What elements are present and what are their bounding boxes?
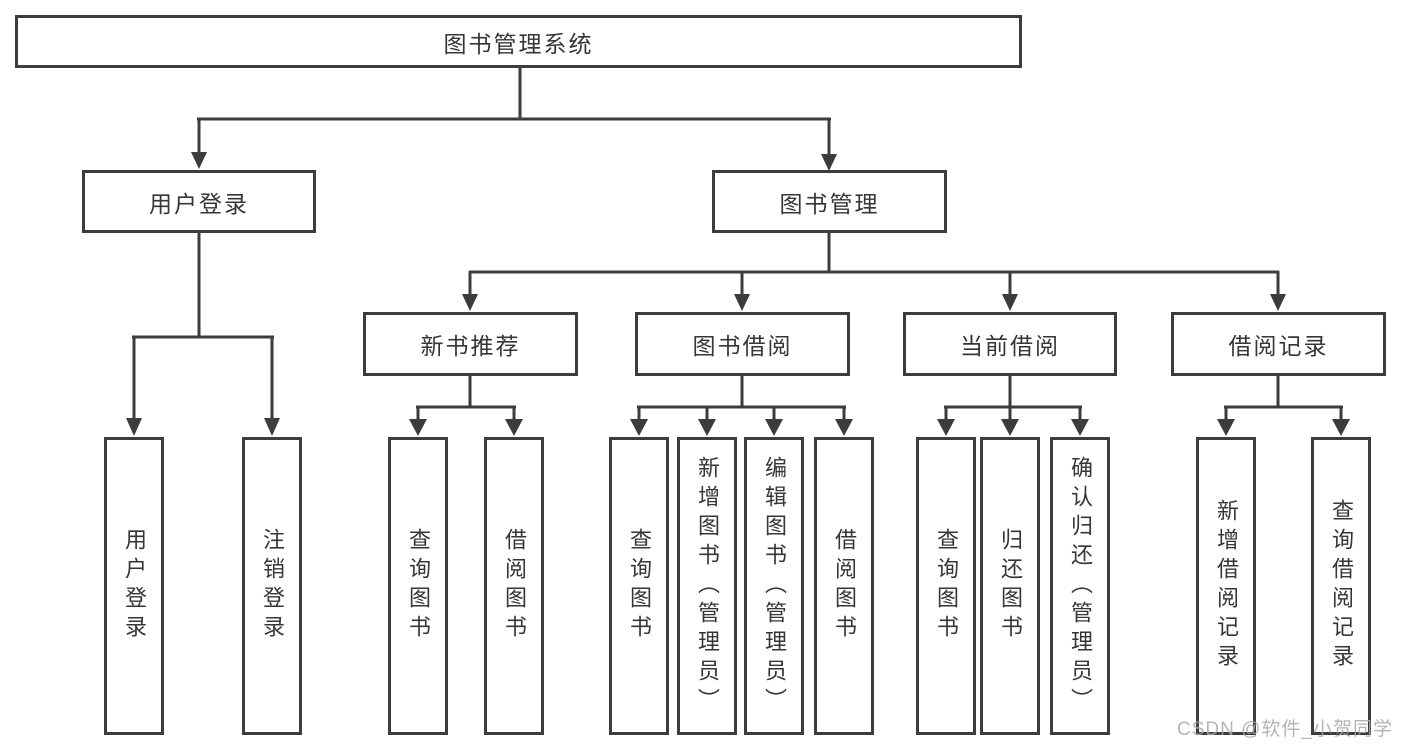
leaf-query-books-2: 查询图书 <box>609 437 669 735</box>
node-current-borrow: 当前借阅 <box>903 312 1117 376</box>
leaf-query-borrow-record: 查询借阅记录 <box>1311 437 1371 735</box>
leaf-edit-books-admin: 编辑图书（管理员） <box>744 437 804 735</box>
leaf-add-borrow-record: 新增借阅记录 <box>1196 437 1256 735</box>
leaf-borrow-books-1: 借阅图书 <box>484 437 544 735</box>
leaf-borrow-books-2: 借阅图书 <box>814 437 874 735</box>
node-new-book-recommend: 新书推荐 <box>363 312 578 376</box>
leaf-query-books-1: 查询图书 <box>388 437 448 735</box>
csdn-watermark: CSDN @软件_小贺同学 <box>1177 719 1393 740</box>
leaf-logout: 注销登录 <box>242 437 302 735</box>
leaf-return-books: 归还图书 <box>980 437 1040 735</box>
node-book-borrow: 图书借阅 <box>635 312 850 376</box>
node-book-management: 图书管理 <box>712 170 947 233</box>
leaf-add-books-admin: 新增图书（管理员） <box>677 437 737 735</box>
leaf-user-login: 用户登录 <box>104 437 164 735</box>
node-borrow-records: 借阅记录 <box>1171 312 1386 376</box>
leaf-query-books-3: 查询图书 <box>916 437 976 735</box>
leaf-confirm-return-admin: 确认归还（管理员） <box>1050 437 1110 735</box>
node-root: 图书管理系统 <box>15 15 1022 68</box>
node-user-login: 用户登录 <box>82 170 316 233</box>
